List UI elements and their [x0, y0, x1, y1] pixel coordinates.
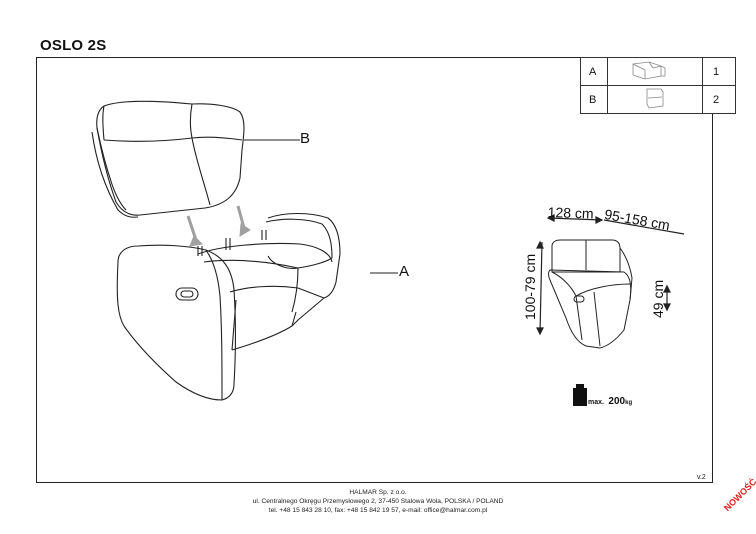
- assembly-arrows: [186, 205, 251, 247]
- backrest-drawing: [91, 100, 245, 218]
- version-label: v.2: [697, 474, 706, 481]
- dimension-height-label: 100-79 cm: [522, 253, 538, 320]
- callout-a-label: A: [399, 263, 410, 280]
- callout-b-label: B: [300, 130, 311, 147]
- footer-contact: tel. +48 15 843 28 10, fax: +48 15 842 1…: [268, 507, 488, 514]
- max-load-unit: kg: [625, 400, 633, 406]
- max-load-prefix: max.: [588, 399, 604, 406]
- part-qty: 1: [702, 57, 736, 86]
- seat-drawing: [116, 212, 341, 401]
- product-title: OSLO 2S: [40, 37, 107, 54]
- max-load-label: max. 200kg: [588, 391, 632, 409]
- part-label: B: [580, 85, 608, 114]
- parts-row: A 1: [580, 57, 736, 86]
- dimension-seat-height-label: 49 cm: [650, 279, 666, 318]
- company-footer: HALMAR Sp. z o.o. ul. Centralnego Okręgu…: [0, 488, 756, 515]
- dimension-width-label: 128 cm: [547, 204, 594, 222]
- footer-company: HALMAR Sp. z o.o.: [349, 489, 407, 496]
- part-qty: 2: [702, 85, 736, 114]
- weight-icon: [573, 384, 587, 406]
- dimension-lines: [536, 214, 685, 336]
- max-load-value: 200: [608, 396, 626, 407]
- drawing-frame: [36, 57, 713, 483]
- footer-address: ul. Centralnego Okręgu Przemysłowego 2, …: [252, 498, 504, 505]
- dimension-sofa-drawing: [548, 239, 633, 349]
- part-label: A: [580, 57, 608, 86]
- parts-table: A 1 B 2: [580, 57, 736, 114]
- parts-row: B 2: [580, 85, 736, 114]
